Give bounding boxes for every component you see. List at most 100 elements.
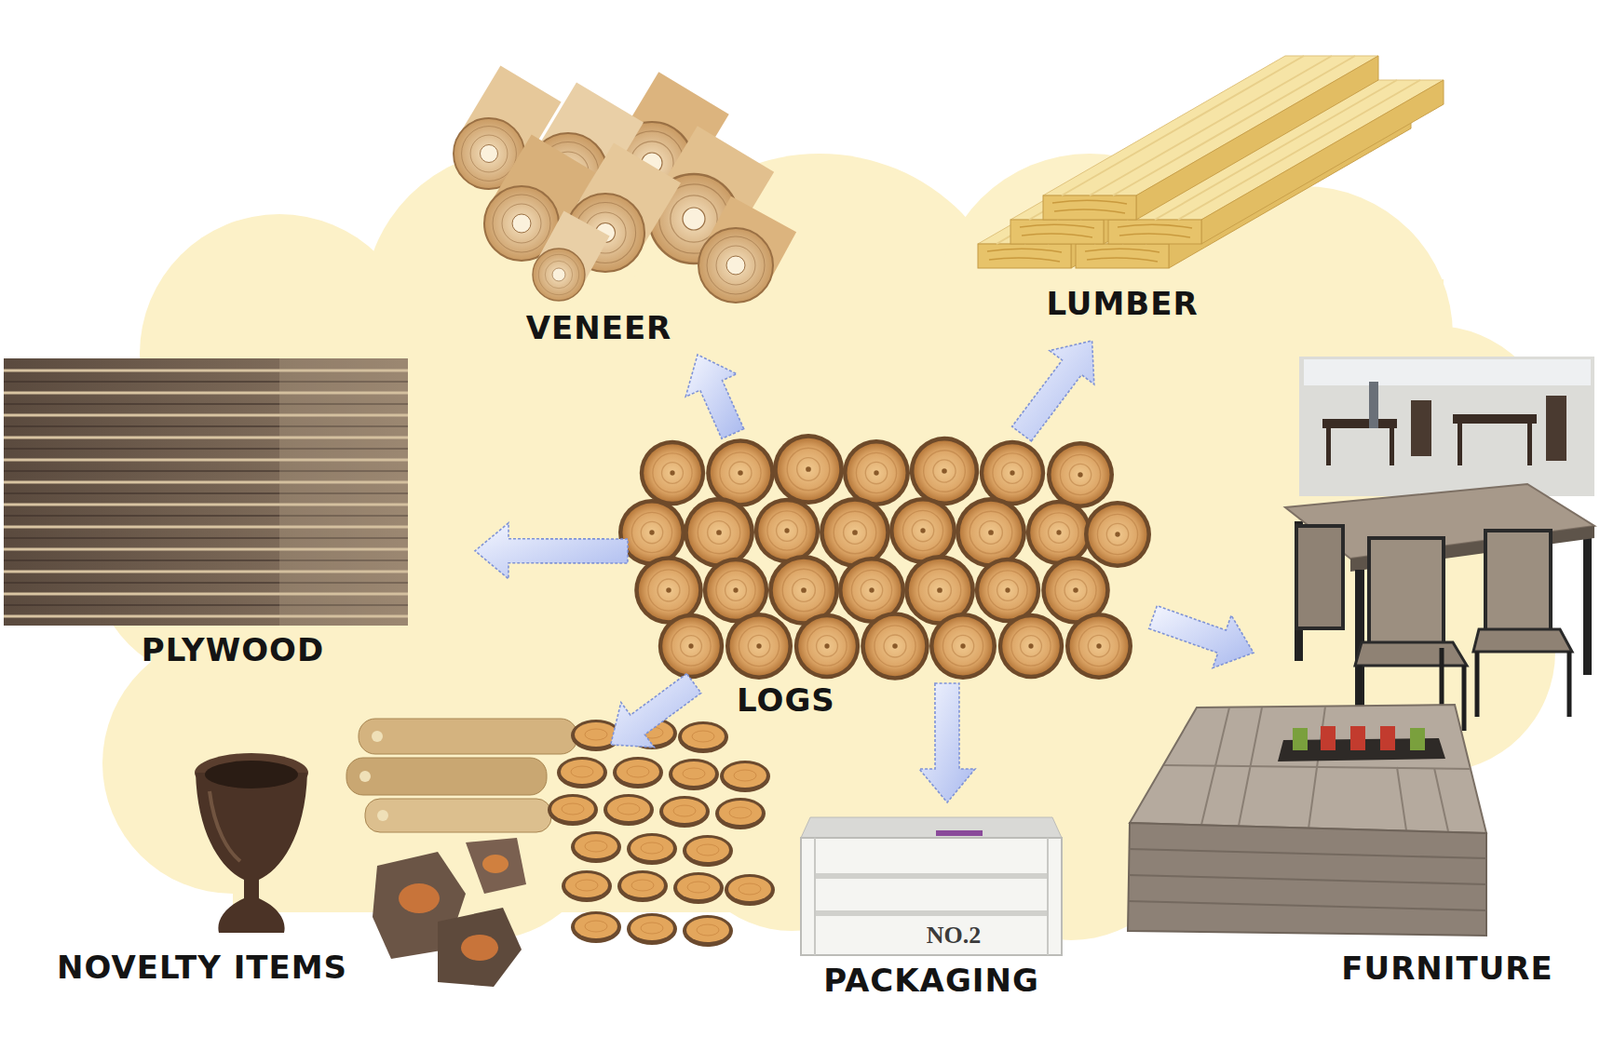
novelty-wood-items-part — [626, 913, 678, 946]
novelty-wood-items-part — [398, 883, 440, 914]
log-pile-part — [1046, 441, 1114, 509]
novelty-wood-items-part — [677, 721, 729, 754]
wooden-crate-part — [814, 910, 1048, 917]
furniture-showroom-part — [1477, 651, 1570, 718]
wooden-crate-part — [800, 838, 1062, 956]
novelty-wood-items-part — [547, 794, 598, 827]
log-pile-part — [975, 557, 1041, 624]
product-node: PACKAGING — [796, 802, 1067, 999]
flow-arrow — [919, 683, 976, 803]
coffee-table-part — [1128, 849, 1487, 911]
novelty-wood-items — [194, 718, 775, 988]
product-node: NOVELTY ITEMS — [27, 745, 766, 995]
novelty-wood-items-part — [668, 759, 719, 791]
furniture-showroom — [1285, 356, 1595, 732]
furniture-showroom-part — [1473, 629, 1573, 652]
furniture-showroom-part — [1369, 538, 1444, 649]
log-pile-part — [1065, 612, 1133, 680]
furniture-showroom-part — [1369, 381, 1379, 429]
novelty-wood-items-part — [682, 915, 733, 948]
furniture-showroom-part — [1355, 642, 1467, 666]
novelty-wood-items-part — [377, 810, 389, 822]
lumber-planks-part — [1043, 55, 1379, 220]
node-label: PLYWOOD — [141, 632, 325, 669]
coffee-table-part — [1410, 728, 1425, 751]
novelty-wood-items-part — [346, 758, 547, 796]
novelty-wood-items-part — [204, 760, 299, 789]
novelty-wood-items-part — [465, 838, 527, 895]
novelty-wood-items-part — [673, 872, 724, 905]
crate-marking: NO.2 — [926, 922, 982, 950]
node-label: LOGS — [736, 682, 836, 719]
novelty-wood-items-part — [724, 874, 775, 907]
veneer-rolls-part — [698, 228, 773, 303]
node-label: NOVELTY ITEMS — [56, 949, 348, 987]
novelty-wood-items-part — [359, 771, 371, 783]
furniture-showroom-part — [1303, 359, 1591, 386]
novelty-wood-items-part — [195, 772, 308, 934]
flow-arrow — [1149, 606, 1254, 669]
novelty-wood-items-part — [570, 831, 622, 864]
novelty-wood-items-part — [365, 799, 552, 833]
flow-arrow — [1012, 340, 1095, 442]
log-pile-part — [639, 440, 706, 506]
veneer-rolls-part — [532, 248, 585, 301]
furniture-showroom-part — [1545, 395, 1567, 462]
novelty-wood-items-part — [209, 791, 241, 862]
furniture-showroom-part — [1326, 428, 1331, 466]
furniture-showroom-part — [1583, 535, 1592, 676]
coffee-table-part — [1129, 705, 1487, 834]
product-node: VENEER — [448, 66, 781, 355]
product-node: FURNITURE — [1253, 356, 1595, 990]
log-pile-part — [842, 439, 910, 507]
novelty-wood-items-part — [556, 757, 608, 789]
coffee-table-part — [1320, 726, 1336, 751]
novelty-wood-items-part — [570, 911, 622, 944]
flow-arrow — [685, 354, 744, 439]
cloud-background — [93, 149, 1556, 941]
novelty-wood-items-part — [612, 757, 664, 789]
wooden-crate-part — [935, 830, 983, 837]
log-pile-part — [860, 611, 930, 681]
coffee-table-part — [1380, 726, 1396, 751]
product-node: LUMBER — [974, 61, 1368, 341]
wooden-crate — [800, 817, 1062, 956]
coffee-table-part — [1292, 728, 1308, 751]
novelty-wood-items-part — [437, 908, 522, 988]
novelty-wood-items-part — [461, 935, 499, 962]
flow-arrow — [610, 674, 702, 748]
veneer-rolls — [453, 83, 773, 303]
plywood-stack-part — [279, 358, 408, 626]
log-pile-part — [998, 613, 1064, 679]
wooden-crate-part — [814, 873, 1048, 880]
coffee-table-part — [1127, 823, 1487, 936]
novelty-wood-items-part — [617, 870, 668, 903]
log-pile-part — [794, 613, 860, 679]
log-pile-part — [909, 436, 979, 506]
furniture-showroom-part — [1457, 423, 1463, 466]
product-node: PLYWOOD — [3, 356, 475, 678]
novelty-wood-items-part — [626, 833, 678, 866]
flow-arrow — [474, 523, 628, 580]
log-pile-part — [889, 497, 957, 565]
node-label: VENEER — [526, 310, 673, 347]
node-label: PACKAGING — [823, 962, 1040, 1000]
log-pile-part — [929, 612, 997, 680]
node-label: FURNITURE — [1341, 950, 1553, 988]
log-pile-part — [1026, 500, 1092, 566]
wooden-crate-part — [814, 838, 1048, 956]
novelty-wood-items-part — [682, 835, 733, 868]
novelty-wood-items-part — [603, 794, 654, 827]
log-pile-part — [618, 499, 686, 567]
novelty-wood-items-part — [371, 731, 383, 743]
coffee-table-part — [1350, 726, 1366, 751]
wooden-crate-part — [800, 817, 1062, 839]
novelty-wood-items-part — [358, 718, 578, 755]
plywood-stack — [3, 358, 408, 626]
log-pile-part — [658, 613, 724, 679]
plywood-stack-part — [3, 358, 408, 626]
furniture-showroom-part — [1322, 419, 1397, 429]
